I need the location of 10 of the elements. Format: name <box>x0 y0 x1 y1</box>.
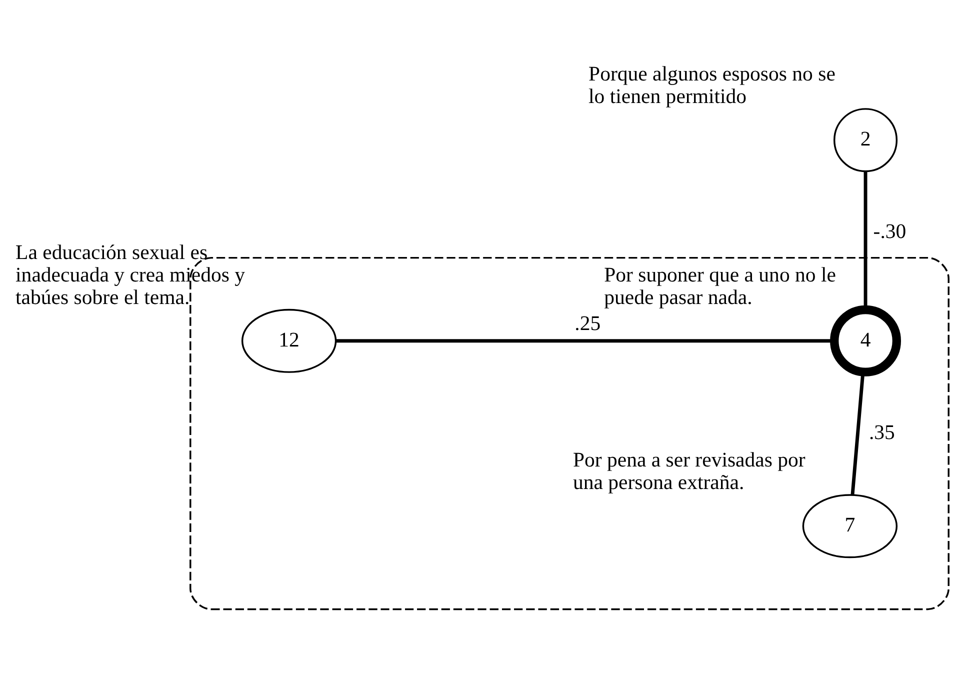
node-ellipse: 12 <box>241 308 337 372</box>
edge-label: -.30 <box>873 220 906 243</box>
node-circle: 2 <box>834 108 898 172</box>
node-ellipse: 7 <box>802 494 898 558</box>
edge-label: .25 <box>574 311 601 334</box>
node-label: Porque algunos esposos no se lo tienen permitido <box>588 62 836 108</box>
node-circle: 4 <box>830 304 901 376</box>
node-label: La educación sexual es inadecuada y crea miedos y tabúes sobre el tema. <box>16 240 246 308</box>
edge-label: .35 <box>868 420 895 444</box>
node-label: Por pena a ser revisadas por una persona extraña. <box>572 448 806 494</box>
